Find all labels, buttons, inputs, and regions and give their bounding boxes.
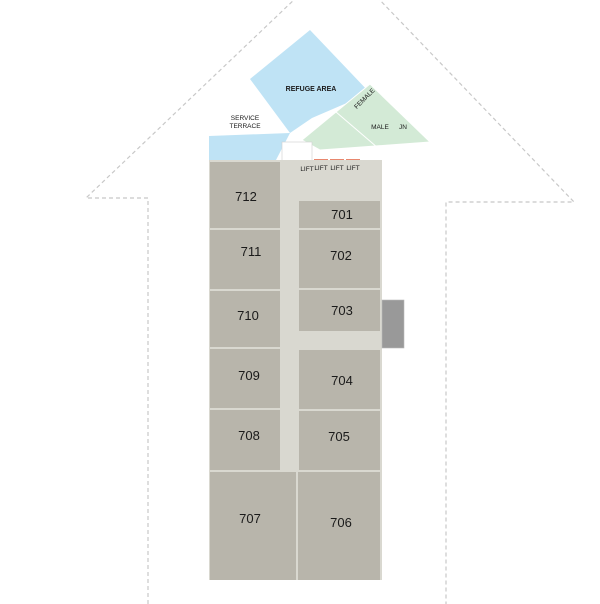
male-label: MALE [371,124,389,131]
unit-707[interactable] [210,472,296,580]
unit-710-label: 710 [237,308,259,323]
unit-711-label: 711 [241,244,262,259]
side-shaft [381,299,405,349]
toilet-divider [335,111,379,149]
unit-707-label: 707 [239,511,261,526]
unit-705-label: 705 [328,429,350,444]
service-terrace [209,133,290,160]
refuge-area-label: REFUGE AREA [286,86,337,93]
service-terrace-label-1: SERVICE [231,115,260,122]
unit-701[interactable] [299,201,380,228]
lift-3-label: LIFT [346,165,359,172]
unit-709-label: 709 [238,368,260,383]
jn-label: JN [399,124,407,131]
unit-703[interactable] [299,290,380,331]
unit-704[interactable] [299,350,380,409]
unit-702-label: 702 [330,248,352,263]
unit-712-label: 712 [235,189,257,204]
unit-708-label: 708 [238,428,260,443]
unit-711[interactable] [210,230,280,289]
unit-704-label: 704 [331,373,353,388]
unit-706[interactable] [298,472,380,580]
toilet-block [301,83,432,151]
lift-lobby-label: LIFT [300,166,313,173]
service-terrace-label-2: TERRACE [229,123,261,130]
unit-705[interactable] [299,411,380,470]
unit-706-label: 706 [330,515,352,530]
building-outline [84,0,576,604]
unit-712[interactable] [210,162,280,228]
unit-701-label: 701 [331,207,353,222]
unit-702[interactable] [299,230,380,288]
unit-709[interactable] [210,349,280,408]
unit-708[interactable] [210,410,280,470]
lift-1-label: LIFT [314,165,327,172]
unit-710[interactable] [210,291,280,347]
lift-2-label: LIFT [330,165,343,172]
unit-703-label: 703 [331,303,353,318]
refuge-area [250,30,370,133]
